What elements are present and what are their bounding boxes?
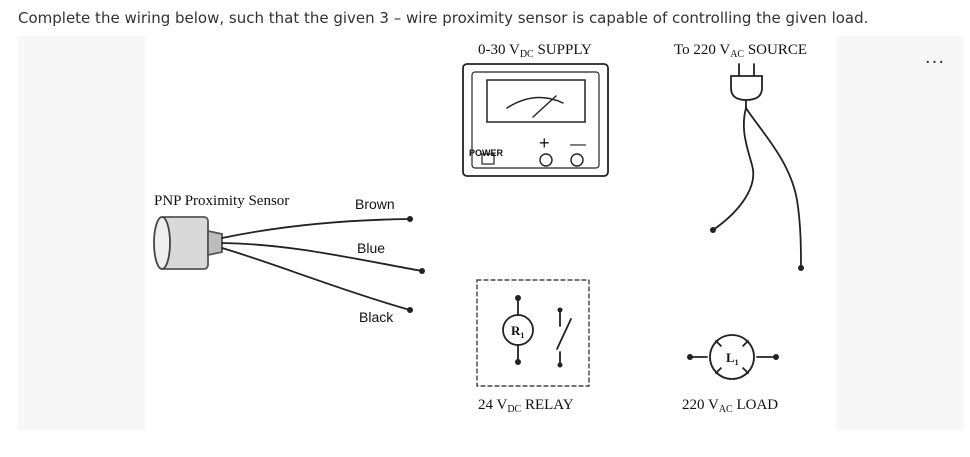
- power-switch-label: POWER: [469, 148, 504, 158]
- ac-cord-right-terminal: [798, 265, 804, 271]
- load-label: 220 VAC LOAD: [682, 397, 778, 415]
- black-wire-label: Black: [359, 309, 394, 325]
- relay-coil-top-terminal: [515, 295, 521, 301]
- ac-cord-left: [712, 107, 755, 231]
- blue-wire-terminal: [419, 268, 425, 274]
- lamp-label: L1: [726, 350, 739, 367]
- blue-wire: [221, 242, 423, 272]
- question-text: Complete the wiring below, such that the…: [18, 9, 869, 27]
- brown-wire-terminal: [407, 216, 413, 222]
- dc-power-supply: [462, 63, 609, 177]
- brown-wire-label: Brown: [355, 196, 395, 212]
- brown-wire: [221, 218, 411, 239]
- ac-cord-left-terminal: [710, 227, 716, 233]
- plus-terminal-label: +: [539, 133, 550, 153]
- relay-contact-top-terminal: [557, 307, 563, 313]
- black-wire-terminal: [407, 307, 413, 313]
- black-wire: [221, 247, 411, 311]
- relay-symbol: [476, 279, 590, 387]
- blue-wire-label: Blue: [357, 240, 385, 256]
- relay-contact-bottom-terminal: [557, 362, 563, 368]
- lamp-right-terminal: [773, 354, 779, 360]
- lamp-left-terminal: [687, 354, 693, 360]
- relay-coil-bottom-terminal: [515, 359, 521, 365]
- ac-plug: [712, 63, 802, 269]
- minus-terminal-label: —: [570, 136, 586, 153]
- supply-label: 0-30 VDC SUPPLY: [478, 42, 592, 60]
- more-options-button[interactable]: ...: [924, 46, 946, 68]
- ac-cord-right: [745, 107, 802, 269]
- relay-coil-label: R1: [511, 323, 524, 340]
- proximity-sensor-body: [153, 216, 223, 270]
- sensor-label: PNP Proximity Sensor: [154, 193, 289, 209]
- relay-label: 24 VDC RELAY: [478, 397, 574, 415]
- source-label: To 220 VAC SOURCE: [674, 42, 807, 60]
